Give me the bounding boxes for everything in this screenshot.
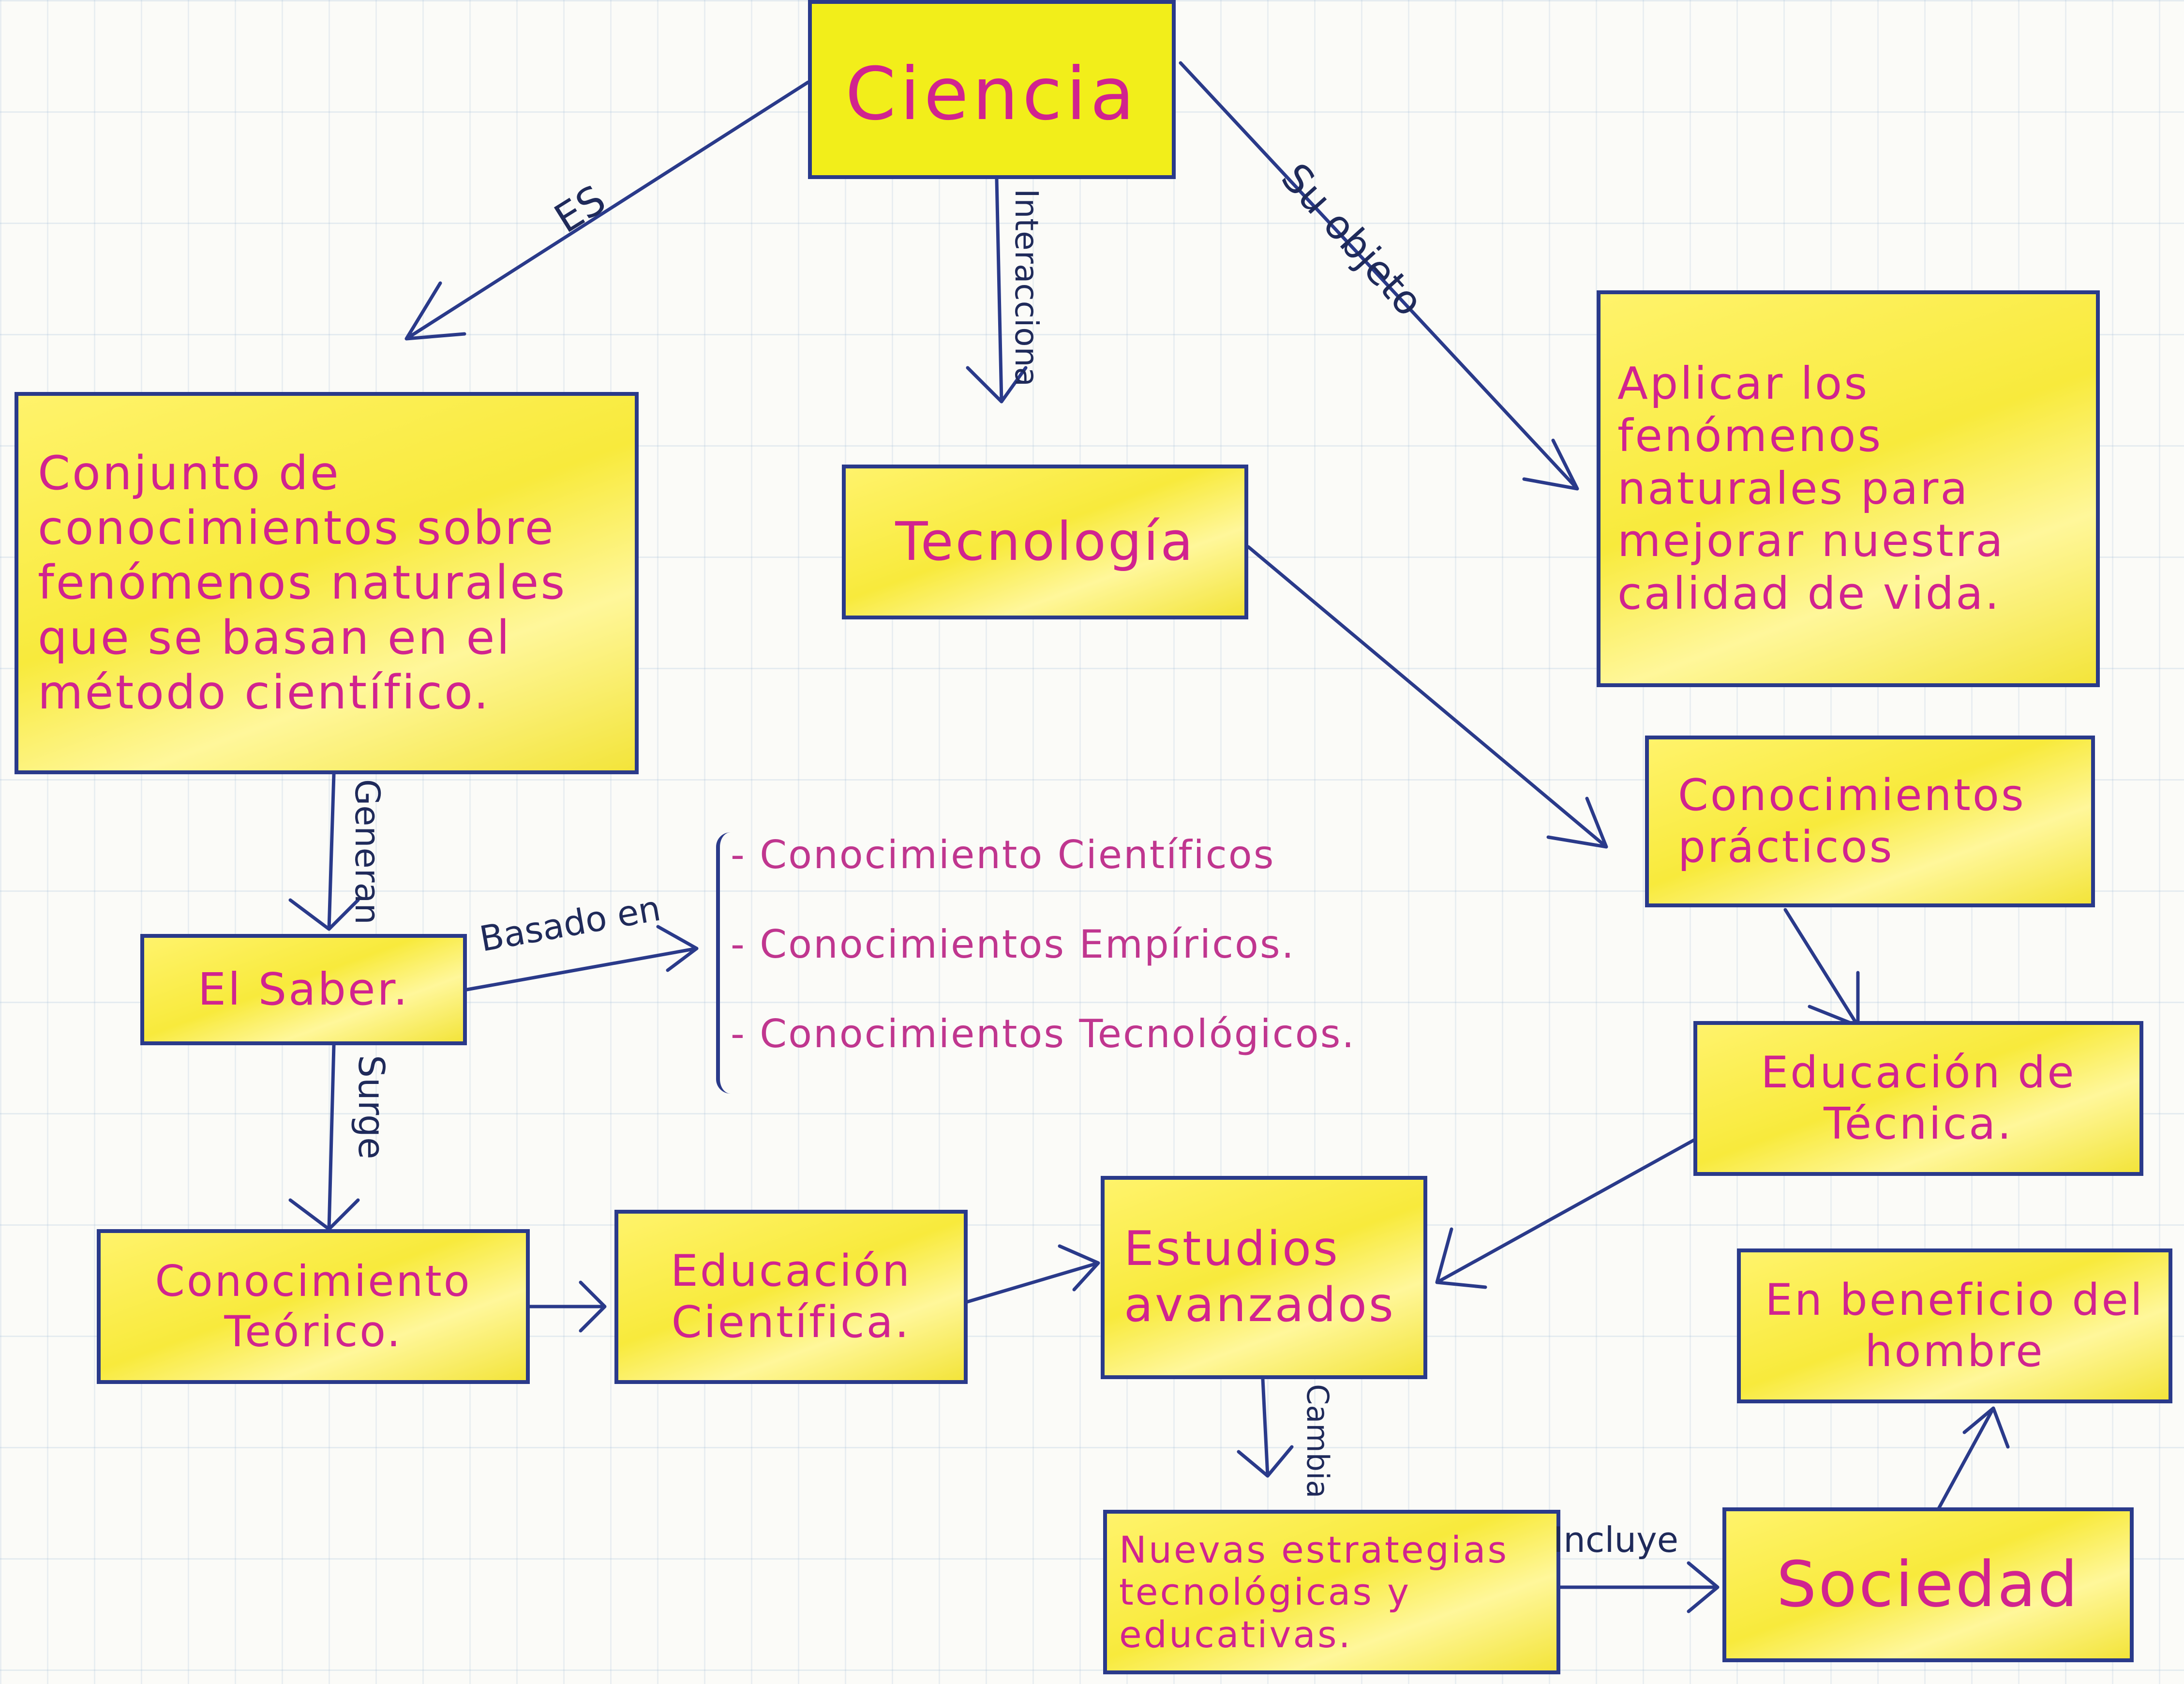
node-estudios: Estudios avanzados bbox=[1101, 1176, 1427, 1379]
bullet-item: - Conocimientos Tecnológicos. bbox=[731, 1011, 1356, 1056]
arrow-teorico-cientifica bbox=[528, 1280, 607, 1333]
node-educacion-cientifica: Educación Científica. bbox=[614, 1210, 968, 1384]
arrow-saber-teorico bbox=[288, 1043, 360, 1231]
arrow-tecnologia-practicos bbox=[1246, 545, 1608, 849]
bullet-list: - Conocimiento Científicos - Conocimient… bbox=[731, 832, 1356, 1101]
arrow-nuevas-sociedad bbox=[1558, 1561, 1720, 1613]
node-sociedad: Sociedad bbox=[1722, 1507, 2134, 1662]
edge-label-generan: Generan bbox=[347, 779, 387, 925]
node-educacion-tecnica: Educación de Técnica. bbox=[1693, 1021, 2143, 1176]
arrow-ciencia-tecnologia bbox=[966, 177, 1028, 404]
node-conjunto: Conjunto de conocimientos sobre fenómeno… bbox=[15, 392, 639, 774]
edge-label-surge: Surge bbox=[350, 1055, 392, 1159]
arrow-sociedad-beneficio bbox=[1933, 1406, 2010, 1517]
arrow-conjunto-saber bbox=[288, 772, 360, 931]
bullet-item: - Conocimientos Empíricos. bbox=[731, 922, 1296, 967]
arrow-ciencia-aplicar bbox=[1179, 61, 1579, 491]
node-beneficio: En beneficio del hombre bbox=[1737, 1248, 2172, 1403]
node-tecnologia: Tecnología bbox=[842, 465, 1248, 619]
node-ciencia: Ciencia bbox=[808, 0, 1176, 179]
edge-label-cambia: Cambia bbox=[1300, 1384, 1335, 1499]
arrow-cientifica-estudios bbox=[966, 1244, 1100, 1304]
node-saber: El Saber. bbox=[140, 934, 467, 1045]
arrow-estudios-nuevas bbox=[1237, 1377, 1294, 1478]
arrow-saber-bullets bbox=[465, 925, 699, 992]
bullets-brace bbox=[716, 832, 739, 1094]
arrow-tecnica-estudios bbox=[1435, 1130, 1710, 1289]
node-aplicar: Aplicar los fenómenos naturales para mej… bbox=[1597, 290, 2100, 687]
node-conocimiento-teorico: Conocimiento Teórico. bbox=[97, 1229, 530, 1384]
bullet-item: - Conocimiento Científicos bbox=[731, 832, 1275, 877]
edge-label-interacciona: Interacciona bbox=[1008, 189, 1045, 387]
node-conocimientos-practicos: Conocimientos prácticos bbox=[1645, 736, 2095, 907]
node-nuevas: Nuevas estrategias tecnológicas y educat… bbox=[1103, 1510, 1560, 1674]
edge-label-incluye: Incluye bbox=[1553, 1519, 1678, 1560]
arrow-ciencia-conjunto bbox=[404, 80, 810, 341]
arrow-practicos-tecnica bbox=[1783, 908, 1860, 1028]
